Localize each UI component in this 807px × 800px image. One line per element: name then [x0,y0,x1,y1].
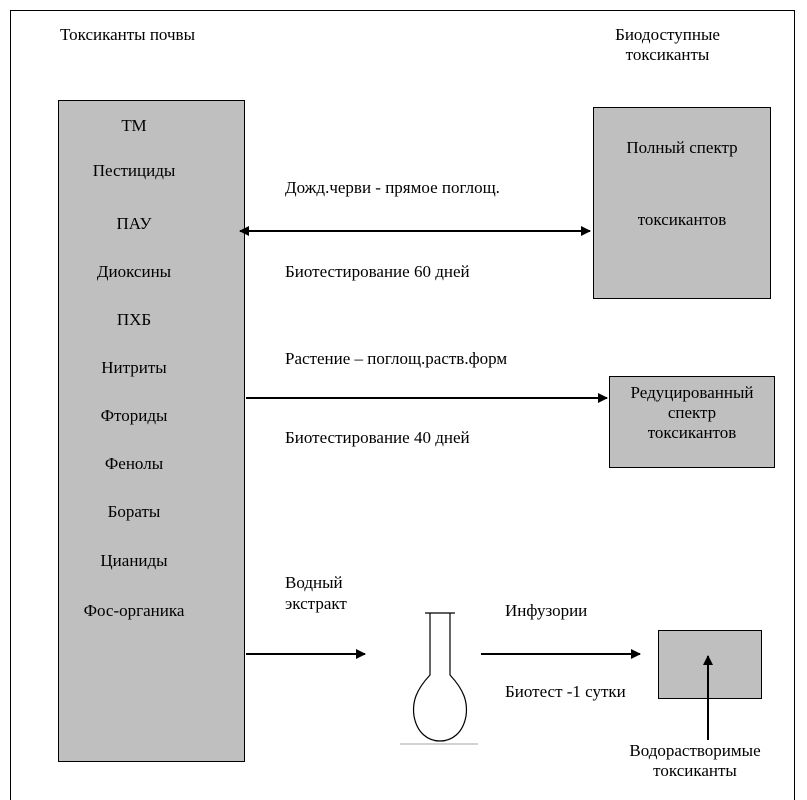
bioavailable-title: Биодоступные токсиканты [600,25,735,65]
plant-label: Растение – поглощ.раств.форм [285,349,508,368]
diagram-frame [10,10,795,800]
soil-toxicants-title: Токсиканты почвы [60,25,195,44]
toxicant-item: Цианиды [100,551,168,570]
toxicant-item: Фос-органика [83,601,185,620]
bioavailable-title-line2: токсиканты [625,45,710,64]
toxicant-item: Пестициды [92,161,176,180]
reduced-spectrum-box: Редуцированный спектр токсикантов [609,376,775,468]
plant-test-label: Биотестирование 40 дней [285,428,470,447]
toxicant-item: Фенолы [104,454,164,473]
water-soluble-title: Водорастворимые токсиканты [605,741,785,781]
worms-test-label: Биотестирование 60 дней [285,262,470,281]
worms-label: Дожд.черви - прямое поглощ. [285,178,500,197]
full-spectrum-line2: токсикантов [637,210,727,229]
toxicant-item: ТМ [121,116,147,135]
reduced-spectrum-line3: токсикантов [647,423,737,442]
full-spectrum-box: Полный спектр токсикантов [593,107,771,299]
water-extract-label-line2: экстракт [285,594,347,613]
toxicant-item: Нитриты [101,358,167,377]
reduced-spectrum-line1: Редуцированный [630,383,754,402]
infusoria-test-label: Биотест -1 сутки [505,682,626,701]
full-spectrum-line1: Полный спектр [626,138,738,157]
toxicant-item: Бораты [107,502,161,521]
water-soluble-title-line1: Водорастворимые [629,741,761,760]
toxicant-item: Фториды [100,406,168,425]
water-extract-label-line1: Водный [285,573,343,592]
toxicant-item: Диоксины [96,262,172,281]
flask-icon [400,612,478,745]
toxicant-item: ПХБ [116,310,152,329]
bioavailable-title-line1: Биодоступные [615,25,720,44]
infusoria-label: Инфузории [505,601,588,620]
toxicant-item: ПАУ [116,214,152,233]
water-soluble-title-line2: токсиканты [653,761,737,780]
reduced-spectrum-line2: спектр [667,403,717,422]
